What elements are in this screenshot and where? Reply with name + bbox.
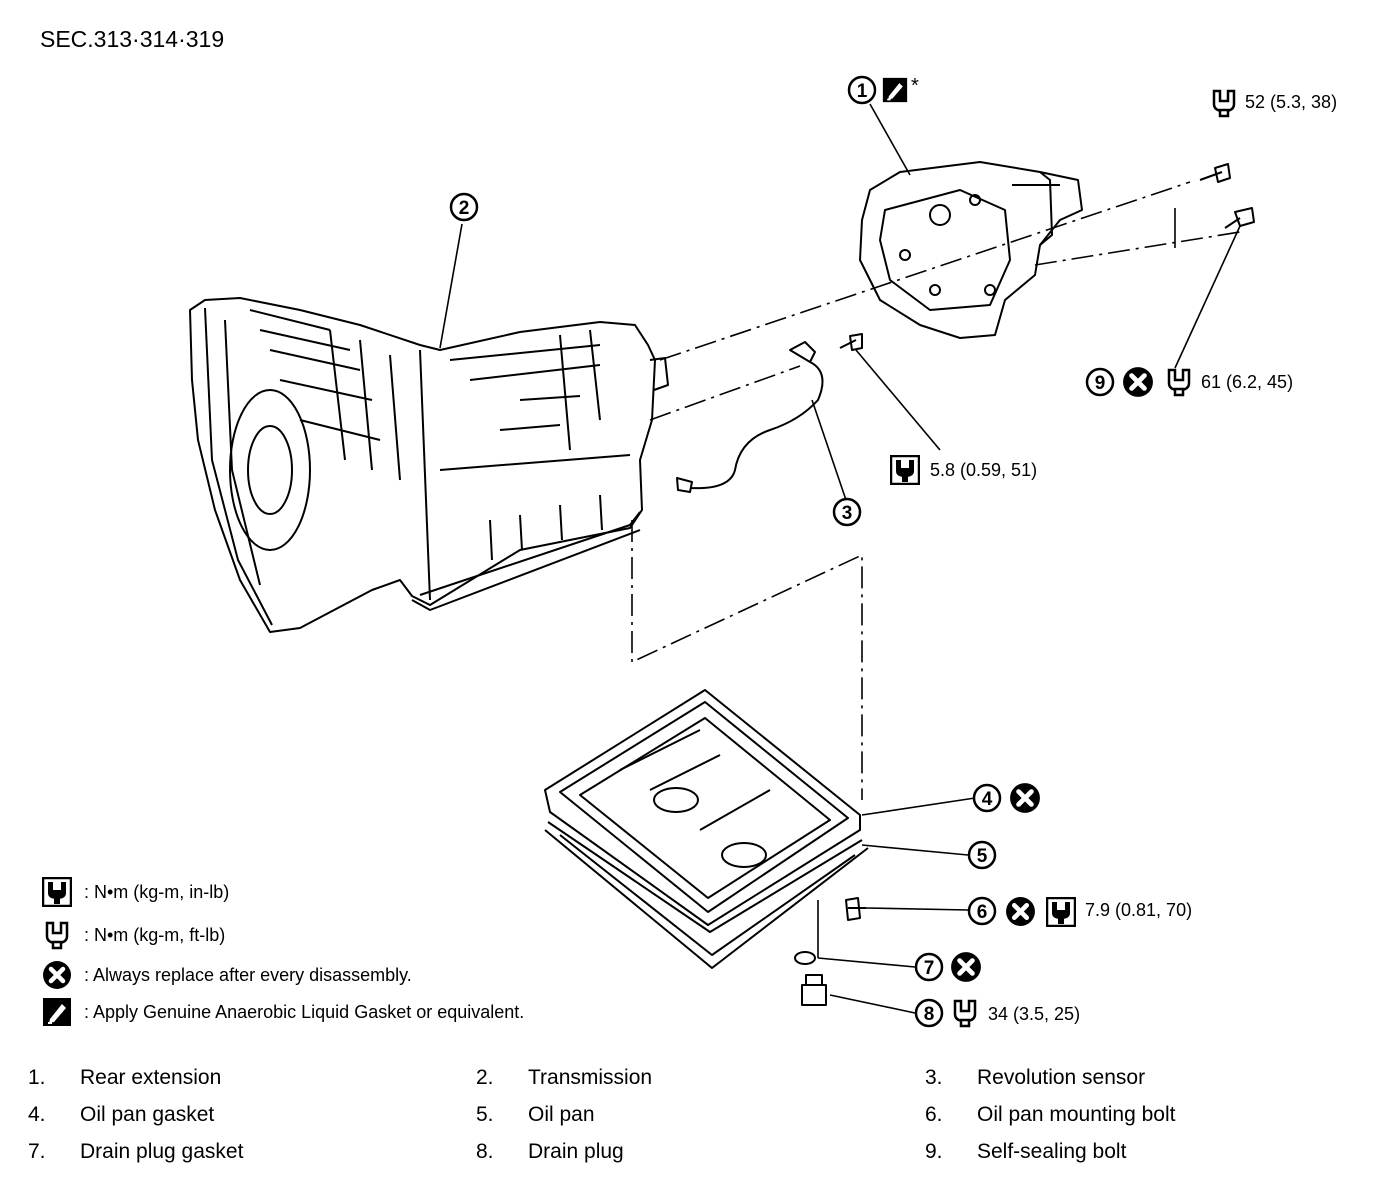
svg-text:4: 4: [982, 789, 993, 810]
svg-text:2: 2: [459, 198, 470, 219]
torque-wrench-in-lb-icon: [42, 877, 72, 907]
part-number: 6.: [925, 1103, 943, 1126]
svg-text:5: 5: [977, 846, 988, 867]
part-number: 9.: [925, 1140, 943, 1163]
part-name: Oil pan gasket: [80, 1103, 215, 1126]
always-replace-icon: [1123, 367, 1153, 397]
always-replace-icon: [1006, 897, 1035, 926]
bolt-oil-pan: [845, 897, 866, 921]
svg-text:9: 9: [1095, 373, 1106, 394]
torque-wrench-in-lb-icon: [1046, 897, 1076, 927]
legend-row: : Always replace after every disassembly…: [42, 960, 412, 990]
part-number: 8.: [476, 1140, 494, 1163]
torque-wrench-ft-lb-icon: [45, 921, 69, 950]
part-name: Revolution sensor: [977, 1066, 1146, 1089]
rear-extension-drawing: [859, 161, 1083, 339]
torque-wrench-ft-lb-icon: [1167, 368, 1191, 397]
parts-list-item: 2. Transmission: [476, 1066, 652, 1090]
torque-callout-self-sealing: 61 (6.2, 45): [1201, 372, 1294, 392]
part-number: 3.: [925, 1066, 943, 1089]
svg-text:1: 1: [857, 81, 868, 102]
parts-list-item: 1. Rear extension: [28, 1066, 221, 1090]
legend-text: : N•m (kg-m, ft-lb): [84, 924, 226, 945]
always-replace-icon: [1010, 783, 1040, 813]
marker-9: 9: [1085, 367, 1115, 397]
legend-row: : N•m (kg-m, ft-lb): [42, 920, 225, 950]
parts-list-item: 6. Oil pan mounting bolt: [925, 1103, 1175, 1127]
parts-list-item: 4. Oil pan gasket: [28, 1103, 214, 1127]
drain-plug-drawing: [801, 974, 827, 1006]
liquid-gasket-icon: [42, 997, 72, 1027]
marker-1: 1: [847, 75, 877, 105]
torque-callout-drain-plug: 34 (3.5, 25): [988, 1004, 1081, 1024]
svg-text:6: 6: [977, 902, 988, 923]
drain-plug-gasket-drawing: [794, 951, 816, 965]
parts-list-item: 8. Drain plug: [476, 1140, 624, 1164]
parts-list-item: 5. Oil pan: [476, 1103, 595, 1127]
part-number: 5.: [476, 1103, 494, 1126]
torque-wrench-ft-lb-icon: [1212, 89, 1236, 118]
assembly-lines: [631, 181, 1241, 800]
leader-lines: [439, 103, 1241, 1014]
torque-callout-sensor-bolt: 5.8 (0.59, 51): [930, 460, 1038, 480]
torque-callout-oil-pan-bolt: 7.9 (0.81, 70): [1085, 900, 1193, 920]
part-name: Self-sealing bolt: [977, 1140, 1127, 1163]
part-name: Rear extension: [80, 1066, 222, 1089]
part-name: Drain plug: [528, 1140, 624, 1163]
part-name: Drain plug gasket: [80, 1140, 244, 1163]
torque-wrench-in-lb-icon: [890, 455, 920, 485]
part-number: 7.: [28, 1140, 46, 1163]
revolution-sensor-drawing: [676, 341, 824, 493]
marker-3: 3: [832, 497, 862, 527]
section-label: SEC.313·314·319: [40, 26, 225, 52]
legend-row: : Apply Genuine Anaerobic Liquid Gasket …: [42, 997, 524, 1027]
transmission-drawing: [189, 297, 669, 633]
torque-wrench-ft-lb-icon: [953, 999, 977, 1028]
bolt-sensor: [839, 333, 863, 351]
parts-list: 1. Rear extension 2. Transmission 3. Revolu…: [0, 1060, 1392, 1180]
torque-callout-rear-upper: 52 (5.3, 38): [1245, 92, 1338, 112]
legend-text: : Always replace after every disassembly…: [84, 964, 412, 985]
marker-8: 8: [914, 998, 944, 1028]
parts-list-item: 9. Self-sealing bolt: [925, 1140, 1126, 1164]
always-replace-icon: [951, 952, 981, 982]
part-number: 1.: [28, 1066, 46, 1089]
part-name: Oil pan mounting bolt: [977, 1103, 1176, 1126]
part-name: Transmission: [528, 1066, 653, 1089]
svg-text:7: 7: [924, 958, 935, 979]
legend-text: : Apply Genuine Anaerobic Liquid Gasket …: [84, 1001, 525, 1022]
legend-text: : N•m (kg-m, in-lb): [84, 881, 230, 902]
marker-4: 4: [972, 783, 1002, 813]
part-number: 4.: [28, 1103, 46, 1126]
marker-6: 6: [967, 896, 997, 926]
part-name: Oil pan: [528, 1103, 595, 1126]
liquid-gasket-icon: [882, 77, 908, 103]
legend-row: : N•m (kg-m, in-lb): [42, 877, 229, 907]
bolt-rear-upper: [1199, 163, 1231, 183]
marker-5: 5: [967, 840, 997, 870]
asterisk-mark: *: [911, 75, 919, 97]
svg-text:8: 8: [924, 1004, 935, 1025]
oil-pan-drawing: [544, 689, 869, 969]
always-replace-icon: [42, 960, 72, 990]
svg-text:3: 3: [842, 503, 853, 524]
bolt-rear-lower: [1224, 207, 1255, 229]
parts-list-item: 7. Drain plug gasket: [28, 1140, 243, 1164]
parts-list-item: 3. Revolution sensor: [925, 1066, 1145, 1090]
marker-7: 7: [914, 952, 944, 982]
part-number: 2.: [476, 1066, 494, 1089]
marker-2: 2: [449, 192, 479, 222]
